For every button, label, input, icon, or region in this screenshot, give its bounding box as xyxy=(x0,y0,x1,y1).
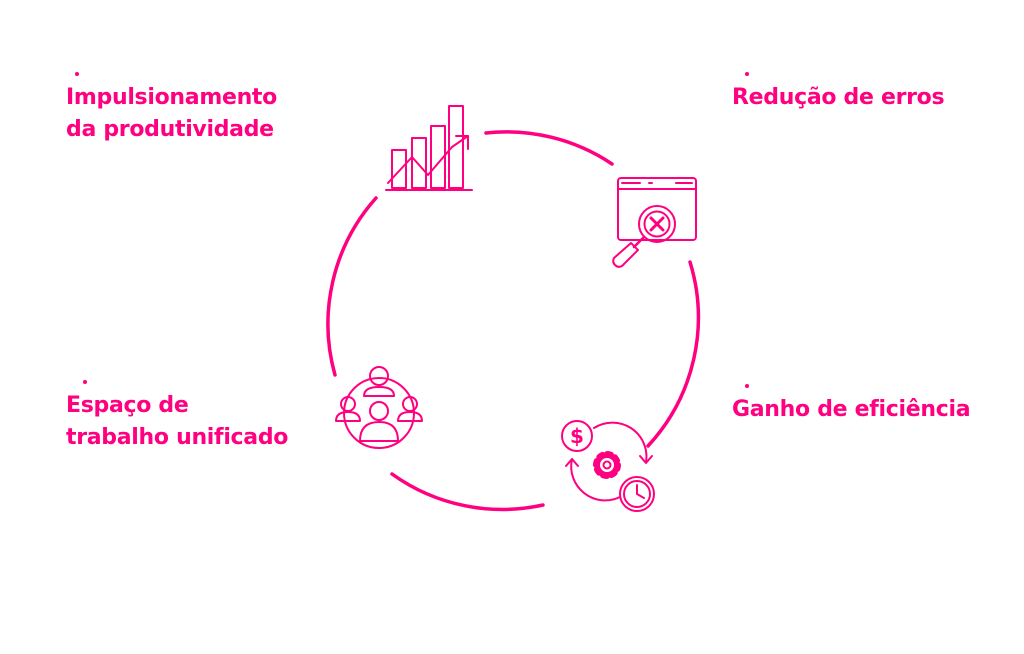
label-errors: Redução de erros xyxy=(732,82,945,114)
label-productivity-line-2: da produtividade xyxy=(66,117,274,142)
label-errors-line-1: Redução de erros xyxy=(732,85,945,110)
label-productivity: Impulsionamento da produtividade xyxy=(66,82,277,146)
cycle-arc-left xyxy=(326,196,378,377)
bullet-dot-workspace xyxy=(83,380,87,384)
growth-chart-icon xyxy=(385,105,473,191)
error-search-icon xyxy=(612,177,697,268)
cycle-ring xyxy=(326,130,701,512)
cycle-arc-bottom xyxy=(390,472,545,512)
cycle-arc-top xyxy=(484,130,614,166)
label-workspace: Espaço de trabalho unificado xyxy=(66,390,288,454)
bullet-dot-productivity xyxy=(75,72,79,76)
label-productivity-line-1: Impulsionamento xyxy=(66,85,277,110)
money-gear-clock-icon: $ xyxy=(561,420,655,512)
svg-text:$: $ xyxy=(570,424,584,448)
cycle-arc-right xyxy=(646,260,701,448)
label-efficiency-line-1: Ganho de eficiência xyxy=(732,397,971,422)
label-workspace-line-2: trabalho unificado xyxy=(66,425,289,450)
label-efficiency: Ganho de eficiência xyxy=(732,394,971,426)
bullet-dot-errors xyxy=(745,72,749,76)
label-workspace-line-1: Espaço de xyxy=(66,393,189,418)
team-icon xyxy=(335,366,423,449)
bullet-dot-efficiency xyxy=(745,384,749,388)
